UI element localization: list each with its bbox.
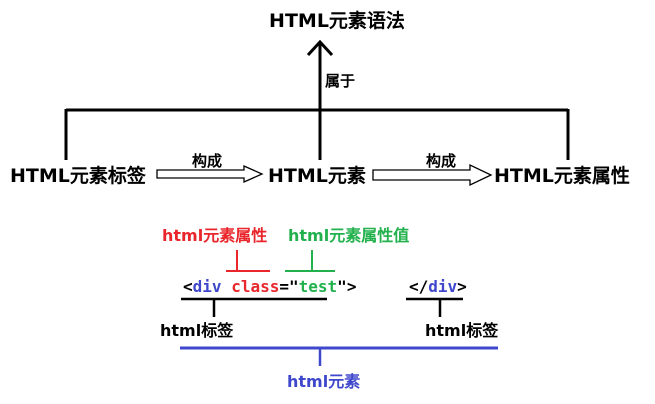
compose-arrow-left <box>156 164 264 184</box>
attr-name-marker <box>226 250 270 272</box>
code-eq: = <box>279 277 289 296</box>
code-quote-close: " <box>337 277 347 296</box>
compose-label-right: 构成 <box>426 152 456 170</box>
compose-label-left: 构成 <box>192 152 222 170</box>
code-gt: > <box>347 277 357 296</box>
closing-tag-code: </div> <box>409 277 467 296</box>
code-space <box>222 277 232 296</box>
code-tag-name: div <box>193 277 222 296</box>
attr-name-label: html元素属性 <box>162 226 267 245</box>
code-close-lt: </ <box>409 277 428 296</box>
code-attr-value: test <box>299 277 338 296</box>
compose-arrow-right <box>372 163 493 187</box>
code-open-lt: < <box>183 277 193 296</box>
code-attr-name: class <box>231 277 279 296</box>
code-close-gt: > <box>457 277 467 296</box>
opening-tag-code: <div class="test"> <box>183 277 356 296</box>
attr-value-label: html元素属性值 <box>288 226 409 245</box>
belongs-arrow <box>306 39 334 160</box>
node-html-element: HTML元素 <box>268 164 366 187</box>
element-marker <box>180 346 498 366</box>
attr-value-marker <box>285 250 335 272</box>
opening-tag-marker <box>181 297 327 317</box>
tag-label-right: html标签 <box>425 321 499 340</box>
hierarchy-bracket <box>64 108 570 160</box>
belongs-label: 属于 <box>325 72 355 90</box>
code-close-tag-name: div <box>428 277 457 296</box>
node-html-element-tag: HTML元素标签 <box>10 164 147 187</box>
node-html-element-attribute: HTML元素属性 <box>494 164 630 187</box>
closing-tag-marker <box>406 297 463 317</box>
diagram-title: HTML元素语法 <box>269 9 405 32</box>
element-label: html元素 <box>287 372 360 391</box>
tag-label-left: html标签 <box>160 321 234 340</box>
code-quote-open: " <box>289 277 299 296</box>
